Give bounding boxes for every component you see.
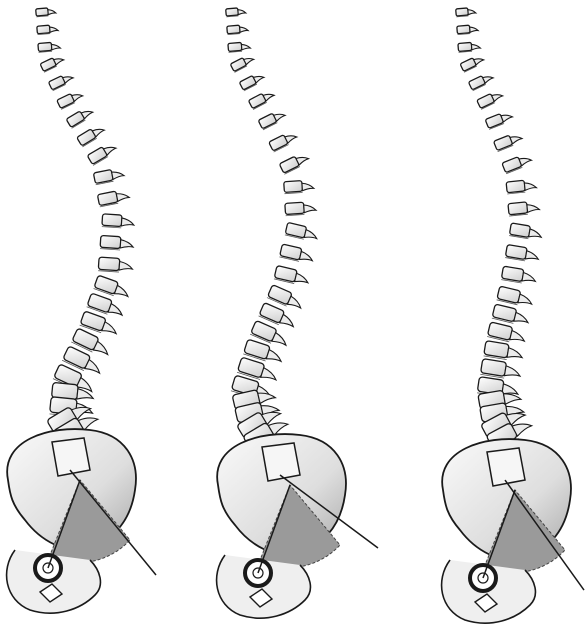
vertebra (457, 25, 479, 35)
vertebra (258, 109, 286, 130)
vertebra (226, 7, 246, 17)
vertebra (485, 110, 513, 130)
vertebra (230, 53, 255, 72)
vertebra (502, 153, 533, 174)
vertebra (285, 222, 319, 242)
vertebra (468, 72, 494, 91)
vertebra (227, 25, 249, 35)
vertebra (279, 244, 314, 264)
vertebra (38, 42, 61, 53)
vertebra (284, 180, 314, 194)
vertebra (508, 201, 540, 216)
spine-right (442, 7, 584, 623)
vertebra (269, 130, 298, 152)
vertebra (102, 214, 135, 229)
vertebra (494, 131, 524, 151)
vertebra (98, 257, 133, 273)
vertebra (497, 286, 534, 308)
vertebra (36, 7, 56, 17)
vertebra (279, 151, 310, 174)
vertebra (477, 89, 504, 109)
spine-left (7, 7, 156, 613)
pelvis (442, 439, 584, 623)
vertebra (66, 106, 94, 129)
spine-middle (217, 7, 378, 618)
vertebra (57, 89, 84, 109)
vertebra (506, 179, 537, 194)
vertebra (228, 42, 251, 53)
vertebra (274, 266, 310, 287)
vertebra (87, 141, 117, 165)
vertebra (501, 266, 537, 285)
vertebra (37, 25, 59, 35)
vertebra (248, 89, 275, 110)
vertebra (458, 42, 481, 53)
vertebra (48, 72, 74, 91)
vertebra (77, 123, 106, 147)
vertebra (285, 201, 316, 215)
vertebra (509, 223, 542, 241)
vertebra (97, 189, 130, 207)
pelvis (7, 429, 156, 613)
vertebra (40, 54, 65, 72)
pelvis (217, 434, 378, 618)
vertebra (100, 235, 134, 250)
vertebra (239, 71, 265, 91)
vertebra (505, 245, 540, 263)
vertebra (484, 341, 524, 362)
vertebra (456, 7, 476, 17)
vertebra (93, 167, 124, 185)
vertebra (460, 54, 485, 72)
